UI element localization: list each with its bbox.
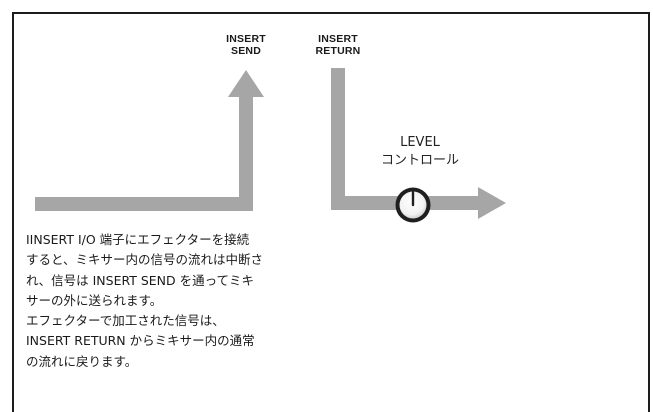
knob-icon xyxy=(395,187,431,223)
description-line: エフェクターで加工された信号は、 xyxy=(26,313,225,329)
diagram-frame xyxy=(12,12,650,412)
level-label-line1: LEVEL xyxy=(400,135,440,150)
description-line: の流れに戻ります。 xyxy=(26,353,138,369)
insert-send-label-line2: SEND xyxy=(231,45,261,57)
level-control-label: LEVEL コントロール xyxy=(370,134,470,170)
description-text: IINSERT I/O 端子にエフェクターを接続 すると、ミキサー内の信号の流れ… xyxy=(26,230,366,372)
insert-return-label: INSERT RETURN xyxy=(302,33,374,57)
insert-return-label-line1: INSERT xyxy=(318,33,358,45)
insert-send-arrow xyxy=(35,70,264,211)
description-line: れ、信号は INSERT SEND を通ってミキ xyxy=(26,272,255,288)
description-line: IINSERT I/O 端子にエフェクターを接続 xyxy=(26,232,250,247)
insert-return-label-line2: RETURN xyxy=(315,45,361,57)
description-line: INSERT RETURN からミキサー内の通常 xyxy=(26,333,255,349)
insert-send-label-line1: INSERT xyxy=(226,33,266,45)
insert-send-label: INSERT SEND xyxy=(218,33,274,57)
insert-return-arrow xyxy=(331,68,506,219)
description-line: サーの外に送られます。 xyxy=(26,292,163,308)
description-line: すると、ミキサー内の信号の流れは中断さ xyxy=(26,252,264,268)
level-label-line2: コントロール xyxy=(380,153,459,168)
